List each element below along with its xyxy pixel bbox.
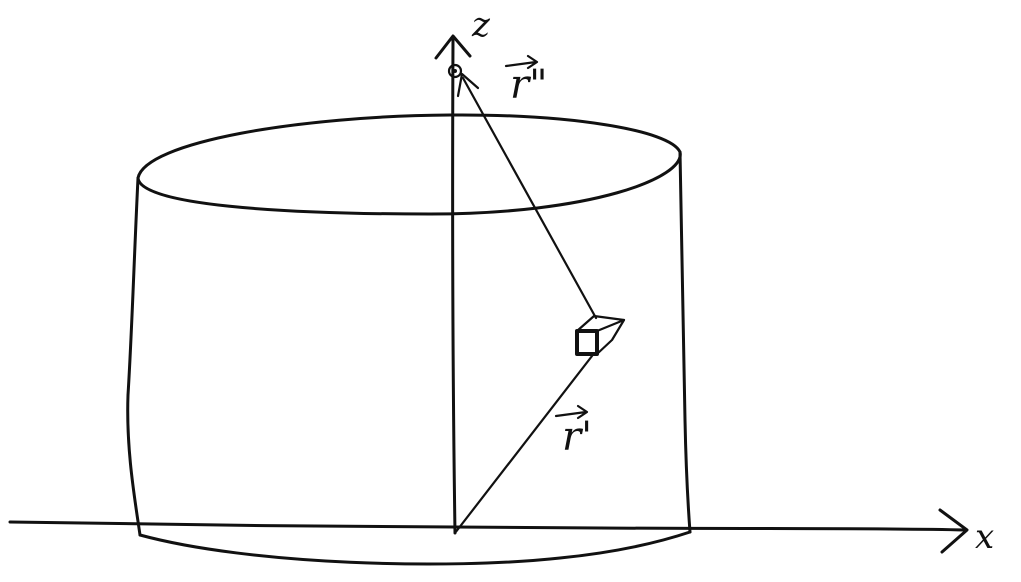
r-prime-vector [453,354,594,535]
z-axis-arrowhead [434,34,472,60]
r-prime-text: r' [562,414,592,460]
z-axis-line [451,38,457,535]
x-axis-label: x [975,517,994,557]
x-axis-arrowhead [938,508,969,554]
field-point-dot [453,69,457,73]
cylinder-right-wall [678,150,692,534]
r-prime-label: r' [554,404,592,460]
r-double-prime-vector [461,76,598,320]
r-double-prime-text: r" [510,62,548,108]
x-axis-line [8,520,967,532]
cylinder-left-wall [126,176,142,537]
cylinder-top-ellipse [136,113,682,216]
r-double-prime-arrowhead [456,72,480,98]
cylinder-bottom-arc [138,530,692,566]
field-point-marker [447,63,463,79]
r-double-prime-label: r" [504,54,548,108]
z-axis-label: z [471,5,491,45]
volume-element-cube [575,314,626,356]
